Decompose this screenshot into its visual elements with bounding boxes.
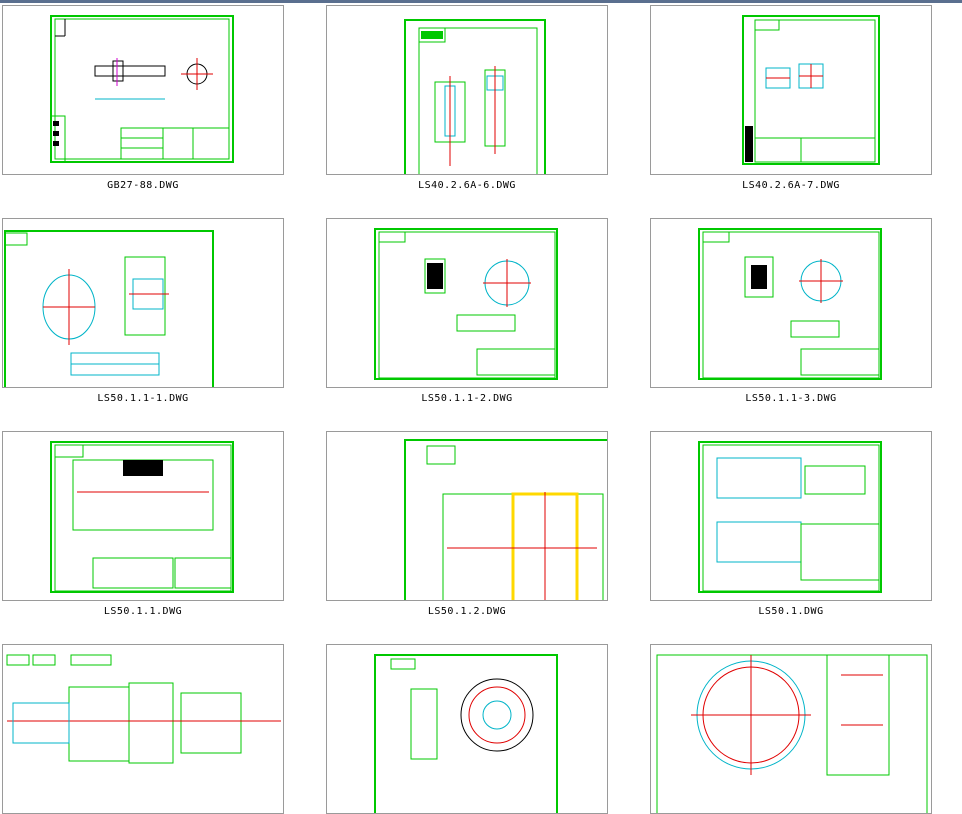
drawing-thumbnail[interactable] bbox=[650, 5, 932, 175]
file-name-label: LS50.1.2.DWG bbox=[427, 606, 507, 617]
drawing-thumbnail[interactable] bbox=[326, 218, 608, 388]
file-name-label: LS50.1.1-2.DWG bbox=[421, 393, 513, 404]
file-name-label: LS50.1.1-1.DWG bbox=[97, 393, 189, 404]
drawing-thumbnail[interactable] bbox=[2, 644, 284, 814]
drawing-thumbnail[interactable] bbox=[2, 218, 284, 388]
drawing-thumbnail[interactable] bbox=[650, 431, 932, 601]
drawing-thumbnail[interactable] bbox=[2, 5, 284, 175]
drawing-thumbnail[interactable] bbox=[650, 644, 932, 814]
file-name-label: LS50.1.DWG bbox=[758, 606, 824, 617]
drawing-thumbnail[interactable] bbox=[326, 431, 608, 601]
file-name-label: GB27-88.DWG bbox=[107, 180, 179, 191]
file-name-label: LS50.1.1.DWG bbox=[103, 606, 183, 617]
file-name-label: LS40.2.6A-6.DWG bbox=[418, 180, 516, 191]
file-name-label: LS40.2.6A-7.DWG bbox=[742, 180, 840, 191]
window-top-border bbox=[0, 0, 962, 3]
file-name-label: LS50.1.1-3.DWG bbox=[745, 393, 837, 404]
drawing-thumbnail[interactable] bbox=[2, 431, 284, 601]
drawing-thumbnail[interactable] bbox=[650, 218, 932, 388]
drawing-thumbnail[interactable] bbox=[326, 5, 608, 175]
drawing-thumbnail[interactable] bbox=[326, 644, 608, 814]
